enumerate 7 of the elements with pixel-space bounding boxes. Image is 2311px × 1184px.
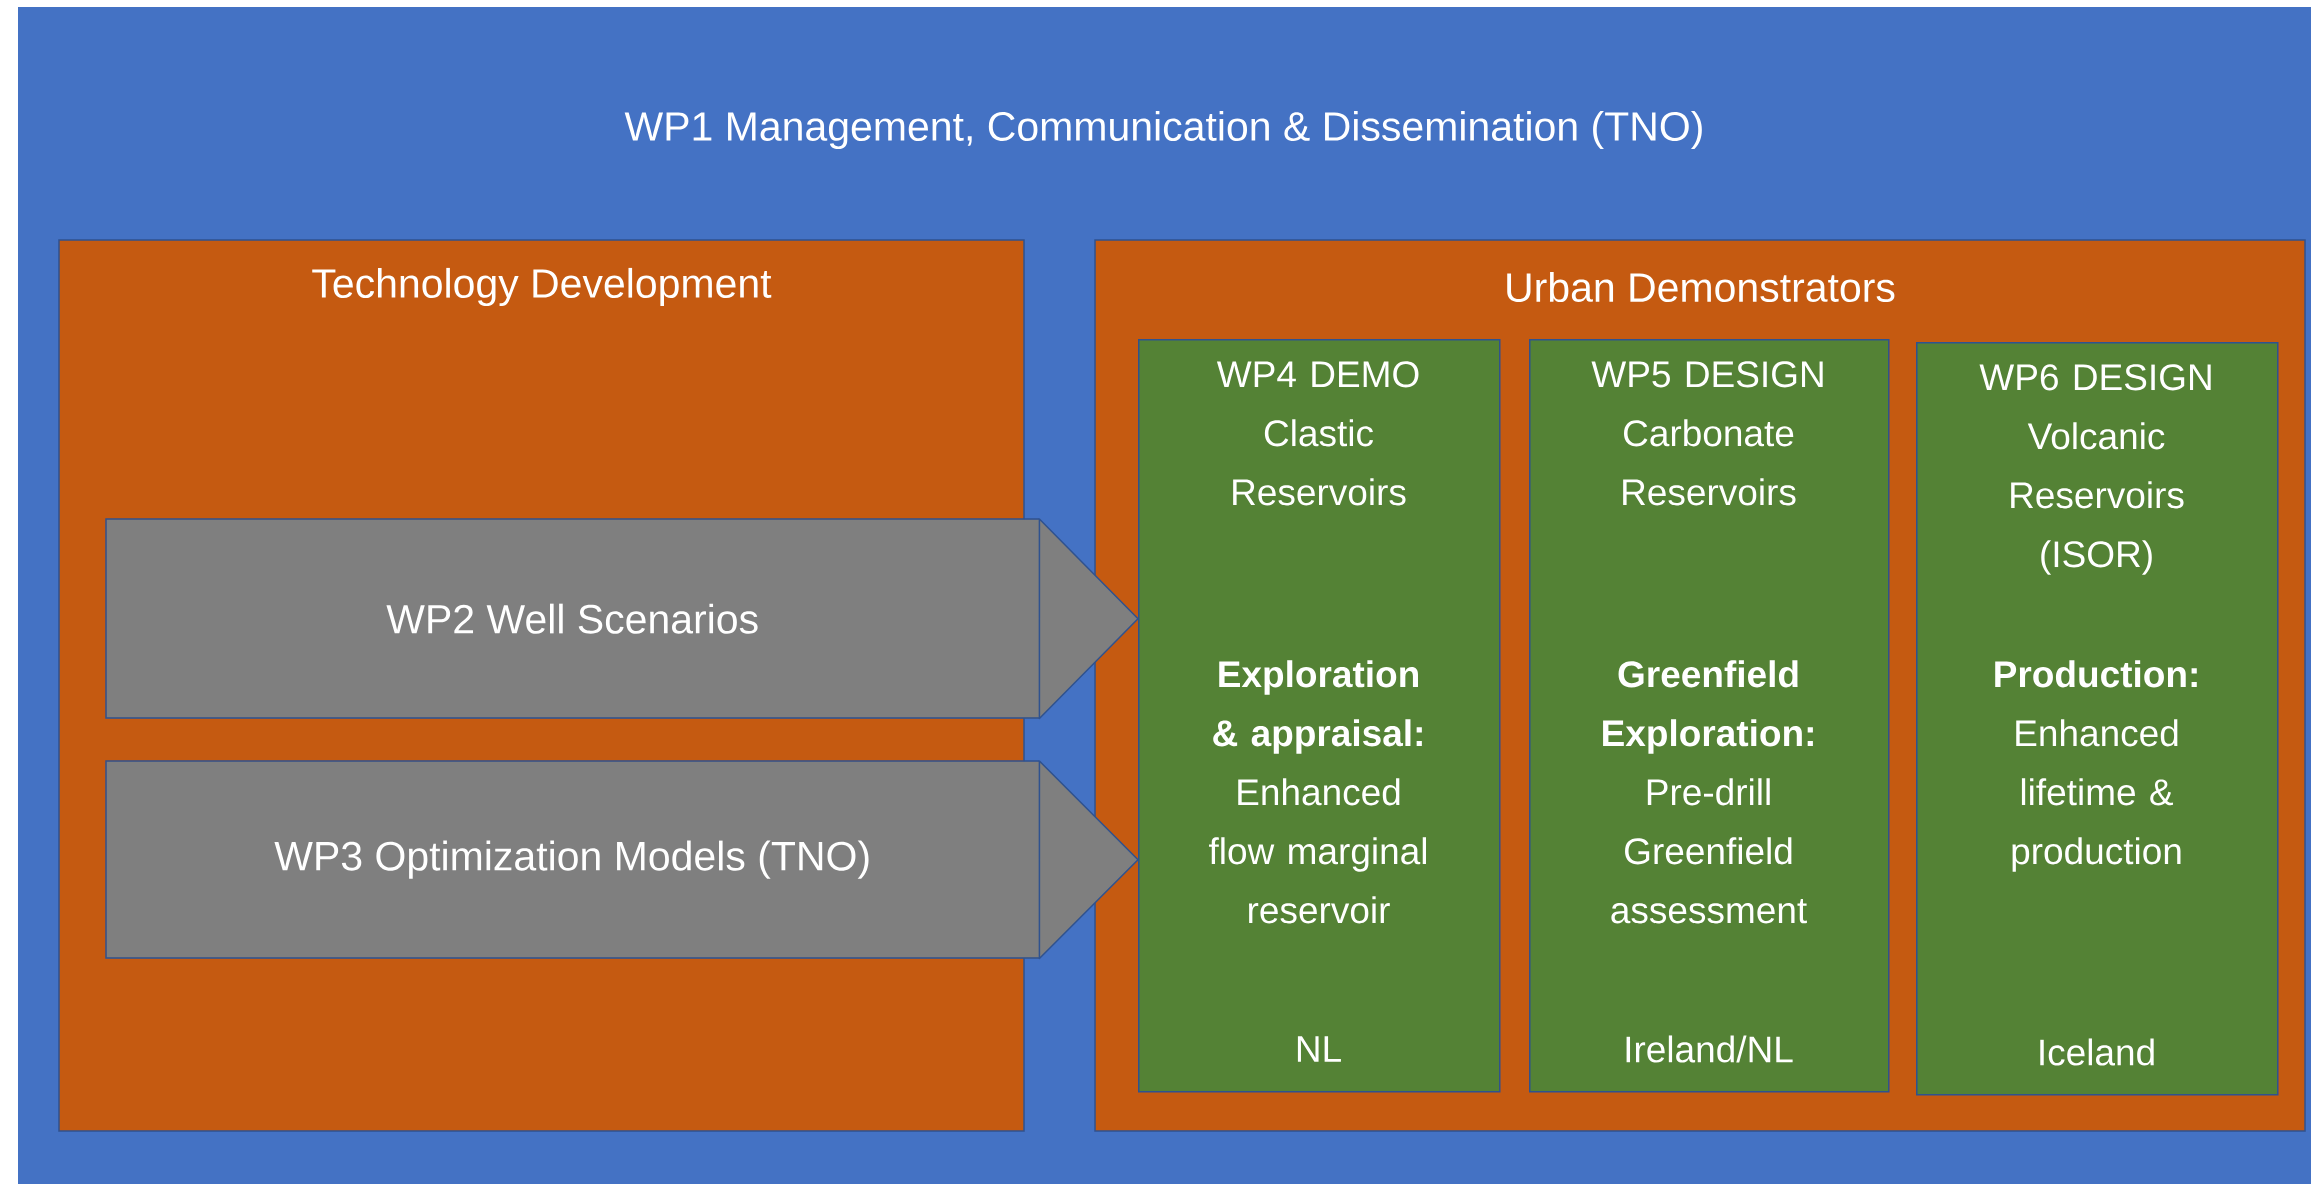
node-label: WP3 Optimization Models (TNO) [274, 840, 869, 879]
node-label: WP2 Well Scenarios [386, 603, 758, 634]
work-package-box: WP6 DESIGN Volcanic Reservoirs (ISOR) Production: Enhanced lifetime & production Iceland [1916, 342, 2279, 1096]
work-package-box: WP4 DEMO Clastic Reservoirs Exploration & appraisal: Enhanced flow marginal reservoir NL [1138, 339, 1501, 1093]
work-package-box: WP5 DESIGN Carbonate Reservoirs Greenfield Exploration: Pre-drill Greenfield assessment Ireland/NL [1529, 339, 1890, 1093]
arrow [1038, 760, 1139, 960]
arrow [1038, 518, 1139, 720]
